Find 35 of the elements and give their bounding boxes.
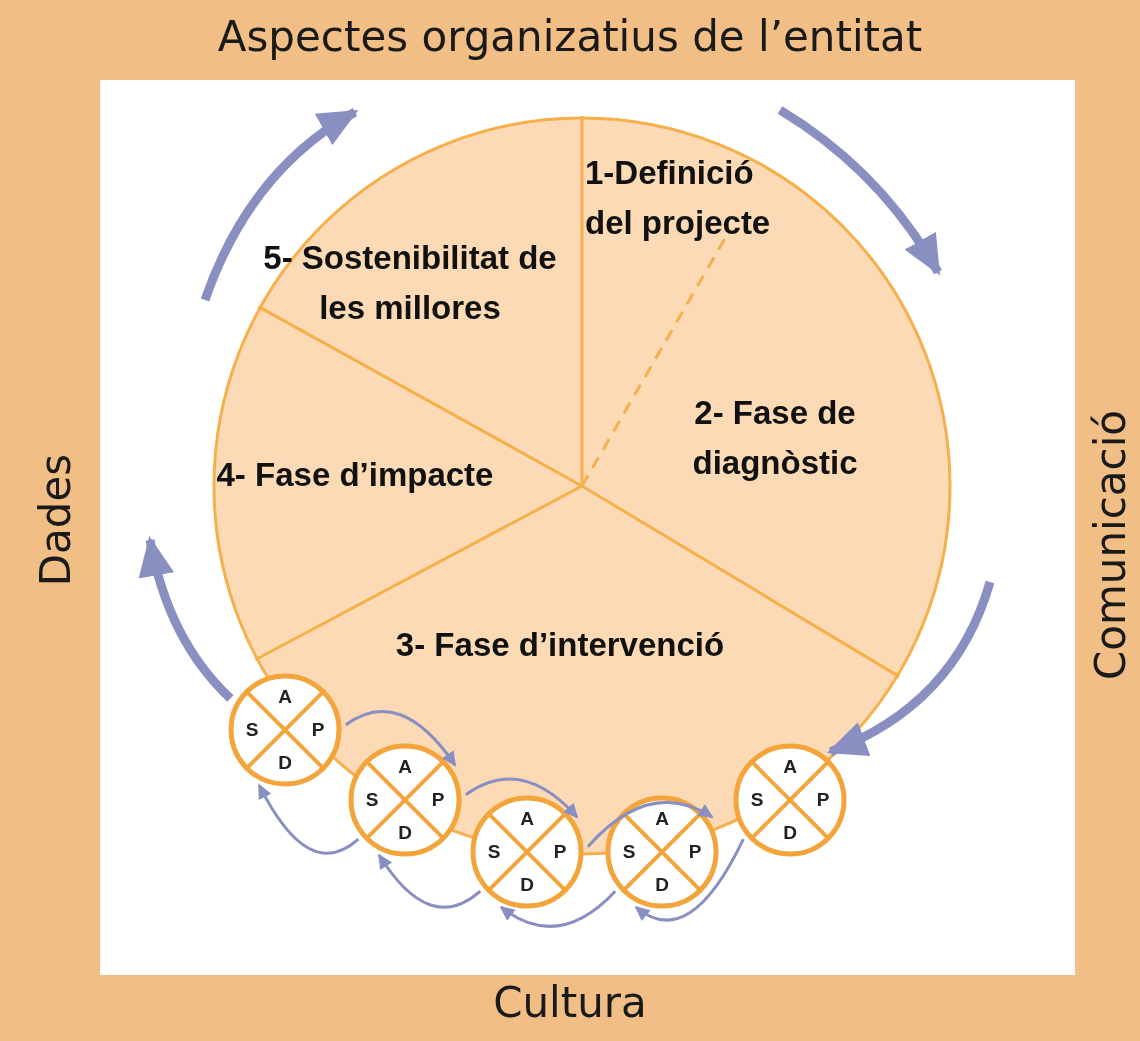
- cycle-circle: [348, 743, 462, 857]
- frame-label: Cultura: [492, 978, 648, 1027]
- quadrant-letter: P: [430, 790, 446, 810]
- cycle-circle: [470, 795, 584, 909]
- quadrant-letter: D: [397, 823, 413, 843]
- frame-label: Comunicació: [1085, 409, 1135, 681]
- quadrant-letter: D: [782, 823, 798, 843]
- quadrant-letter: P: [687, 842, 703, 862]
- phase-label: 4- Fase d’impacte: [160, 450, 550, 500]
- quadrant-letter: P: [815, 790, 831, 810]
- quadrant-letter: A: [277, 687, 293, 707]
- quadrant-letter: D: [519, 875, 535, 895]
- quadrant-letter: A: [397, 757, 413, 777]
- quadrant-letter: D: [277, 753, 293, 773]
- cycle-circle: [733, 743, 847, 857]
- quadrant-letter: P: [552, 842, 568, 862]
- cycle-circle: [605, 795, 719, 909]
- quadrant-letter: S: [244, 720, 260, 740]
- quadrant-letter: S: [486, 842, 502, 862]
- frame-label: Dades: [30, 453, 80, 587]
- quadrant-letter: P: [310, 720, 326, 740]
- frame-label: Aspectes organizatius de l’entitat: [216, 12, 924, 61]
- phase-label: 1-Definició del projecte: [585, 148, 810, 248]
- quadrant-letter: D: [654, 875, 670, 895]
- quadrant-letter: S: [749, 790, 765, 810]
- cycle-circle: [212, 116, 952, 856]
- phase-label: 5- Sostenibilitat de les millores: [245, 233, 575, 333]
- quadrant-letter: A: [519, 809, 535, 829]
- phase-label: 2- Fase de diagnòstic: [660, 388, 890, 488]
- quadrant-letter: A: [654, 809, 670, 829]
- quadrant-letter: S: [364, 790, 380, 810]
- phase-label: 3- Fase d’intervenció: [330, 620, 790, 670]
- cycle-circle: [228, 673, 342, 787]
- quadrant-letter: S: [621, 842, 637, 862]
- quadrant-letter: A: [782, 757, 798, 777]
